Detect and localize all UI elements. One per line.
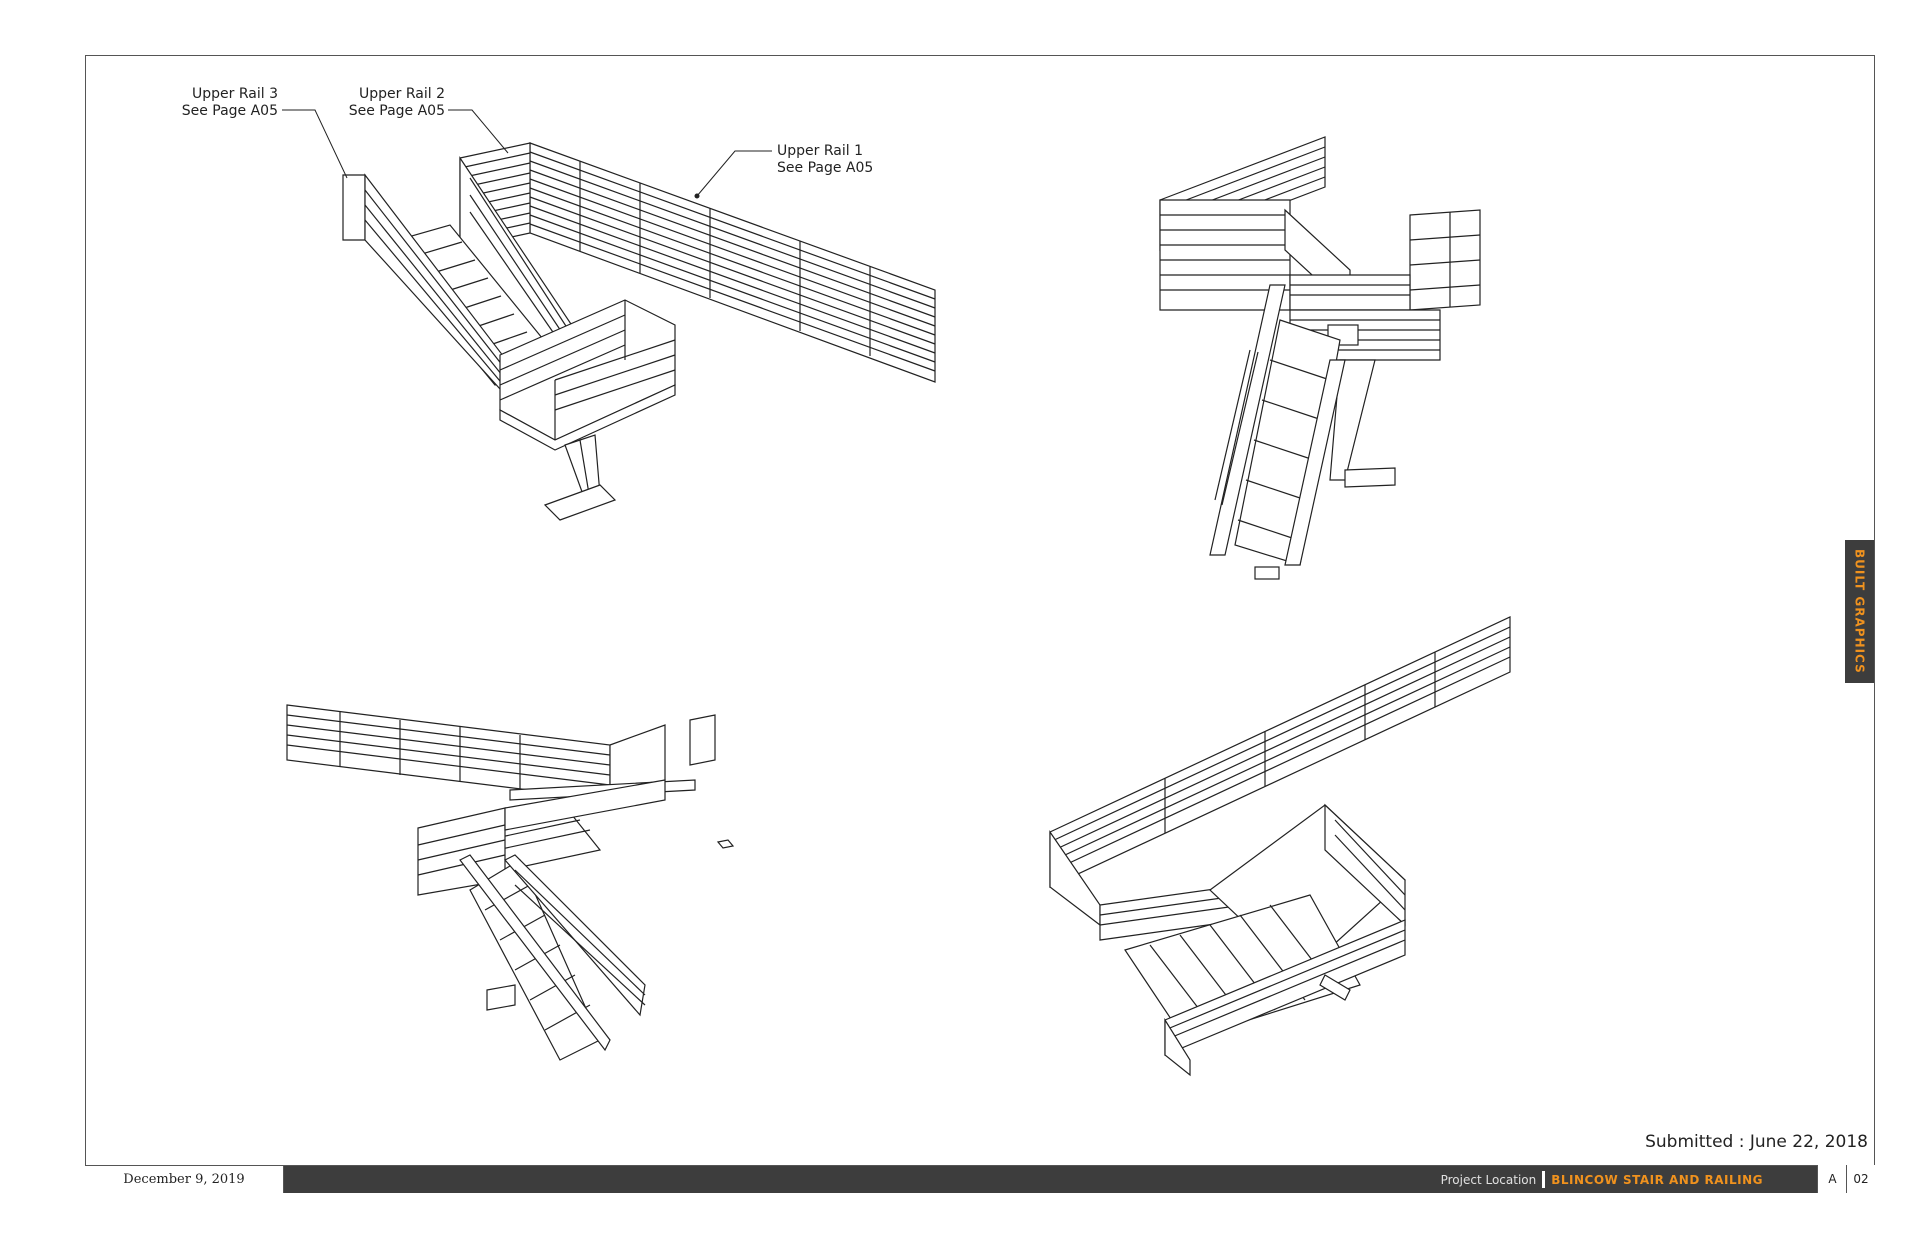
brand-name: BUILT GRAPHICS <box>1852 549 1867 674</box>
upper-rail-2 <box>459 142 576 377</box>
upper-rail-3 <box>342 173 511 402</box>
project-name: BLINCOW STAIR AND RAILING <box>1551 1172 1763 1187</box>
callout-upper-rail-1-ref: See Page A05 <box>777 160 874 176</box>
callout-upper-rail-1: Upper Rail 1 See Page A05 <box>777 143 873 177</box>
sheet-number: 02 <box>1846 1165 1875 1193</box>
brand-tab: BUILT GRAPHICS <box>1845 540 1874 683</box>
view-top-left <box>342 142 936 521</box>
sheet-letter: A <box>1817 1165 1847 1193</box>
callout-upper-rail-2: Upper Rail 2 See Page A05 <box>335 86 445 120</box>
support-post <box>543 434 617 521</box>
upper-rail-1 <box>529 142 936 383</box>
view-bottom-right <box>1049 616 1511 1077</box>
callout-upper-rail-3: Upper Rail 3 See Page A05 <box>168 86 278 120</box>
project-band: Project Location BLINCOW STAIR AND RAILI… <box>284 1166 1875 1193</box>
project-location-label: Project Location <box>1440 1172 1537 1187</box>
callout-leaders <box>282 109 772 199</box>
callout-upper-rail-3-ref: See Page A05 <box>181 103 278 119</box>
callout-upper-rail-1-title: Upper Rail 1 <box>777 143 863 159</box>
view-bottom-left <box>286 704 735 1061</box>
submitted-date: Submitted : June 22, 2018 <box>1645 1132 1868 1152</box>
issue-date: December 9, 2019 <box>85 1166 284 1193</box>
callout-upper-rail-2-ref: See Page A05 <box>348 103 445 119</box>
title-block: December 9, 2019 Project Location BLINCO… <box>85 1165 1875 1193</box>
callout-upper-rail-3-title: Upper Rail 3 <box>192 86 278 102</box>
landing-rail <box>499 299 676 451</box>
project-separator <box>1542 1171 1546 1188</box>
view-top-right <box>1159 136 1481 580</box>
callout-upper-rail-2-title: Upper Rail 2 <box>359 86 445 102</box>
